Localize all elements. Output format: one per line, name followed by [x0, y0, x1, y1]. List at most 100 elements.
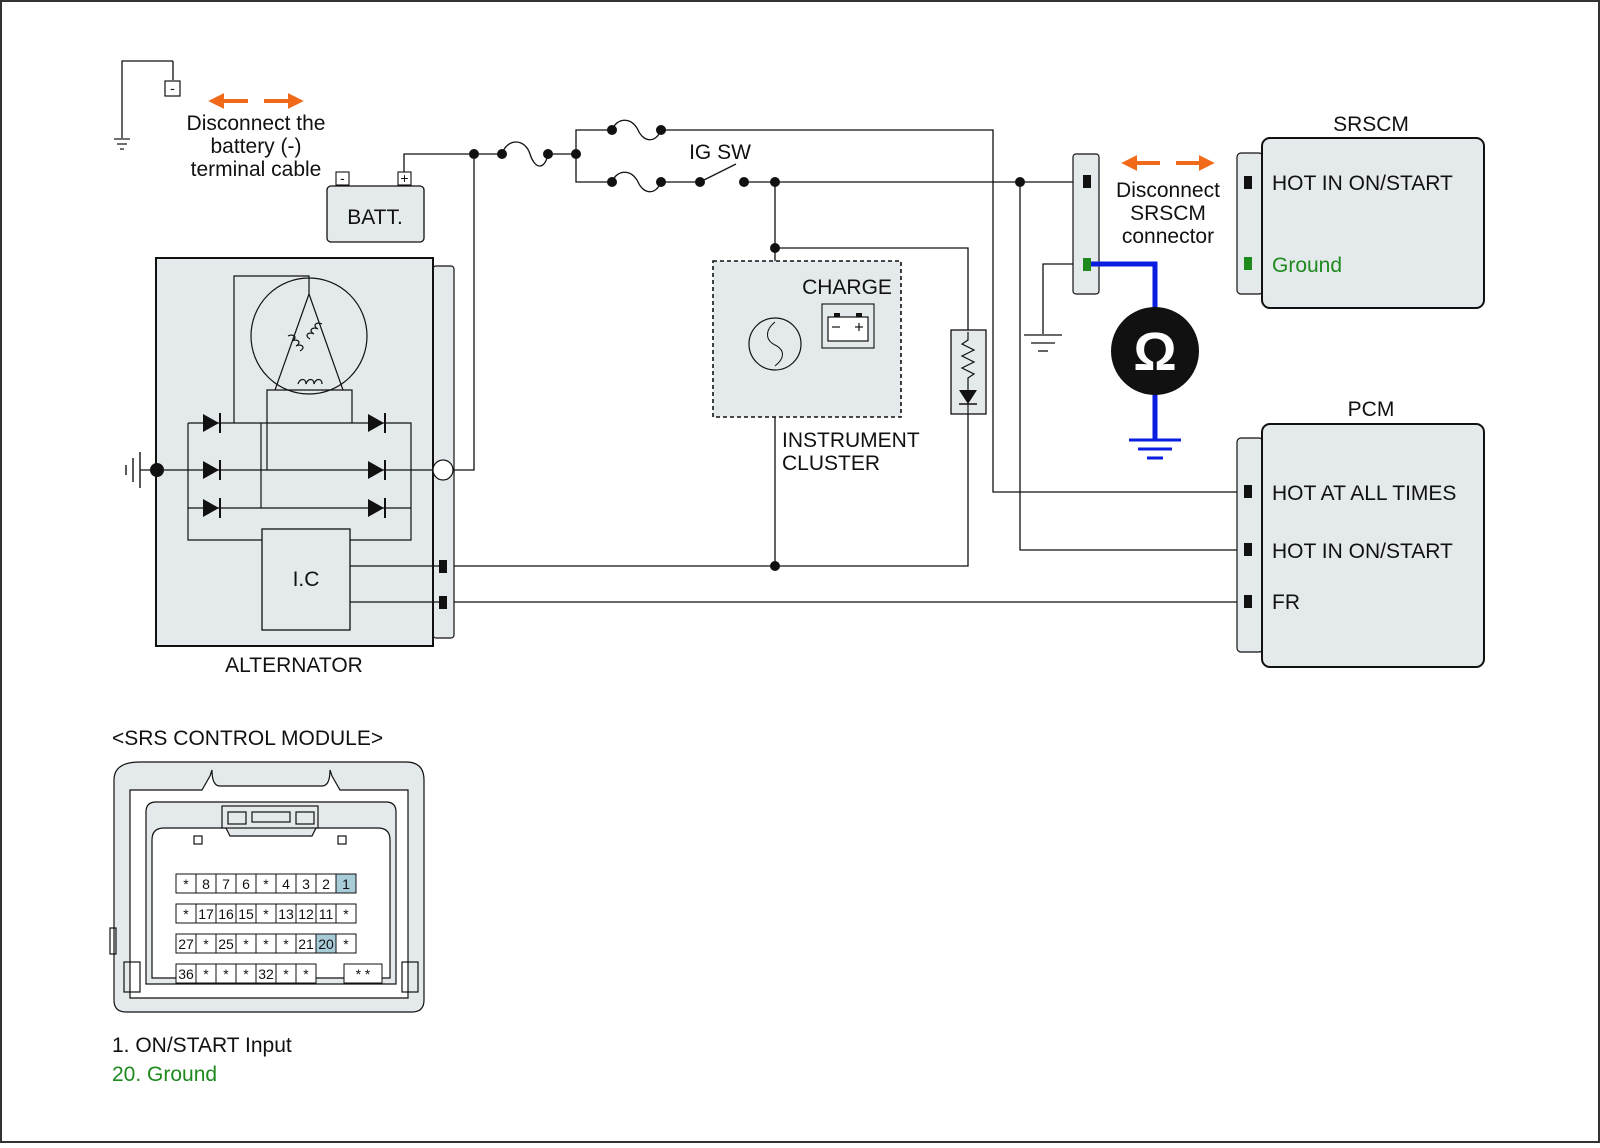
- connector-pin: 8: [195, 873, 217, 894]
- srscm-pin-ground-label: Ground: [1272, 254, 1342, 277]
- battery-note-line3: terminal cable: [191, 158, 322, 181]
- instrument-cluster-label-line2: CLUSTER: [782, 452, 880, 475]
- connector-pin-label: 21: [298, 936, 314, 952]
- alternator: I.C ALTERNATOR: [125, 257, 455, 677]
- connector-pin-label: 15: [238, 906, 254, 922]
- ohm-symbol: Ω: [1133, 322, 1176, 382]
- connector-pin: * *: [343, 963, 383, 984]
- connector-pin-label: *: [263, 876, 269, 892]
- connector-pin-label: 16: [218, 906, 234, 922]
- pcm-pin-hot-all-label: HOT AT ALL TIMES: [1272, 482, 1456, 505]
- connector-pin: *: [175, 903, 197, 924]
- battery-negative-post: [335, 171, 350, 186]
- connector-pin-label: *: [343, 936, 349, 952]
- connector-title: <SRS CONTROL MODULE>: [112, 727, 383, 750]
- connector-pin-label: 8: [202, 876, 210, 892]
- srscm-title: SRSCM: [1333, 113, 1409, 136]
- connector-pin-label: 17: [198, 906, 214, 922]
- connector-pin-label: 36: [178, 966, 194, 982]
- legend-item-ground: 20. Ground: [112, 1063, 217, 1086]
- battery-positive-sign: +: [400, 170, 408, 186]
- connector-pin: 25: [215, 933, 237, 954]
- connector-pin: 7: [215, 873, 237, 894]
- ground-icon: [125, 452, 141, 488]
- srscm-note-line1: Disconnect: [1116, 179, 1220, 202]
- connector-pin: 2: [315, 873, 337, 894]
- connector-pin: 32: [255, 963, 277, 984]
- connector-pin: 17: [195, 903, 217, 924]
- connector-pin: *: [335, 903, 357, 924]
- srscm-connector: [1236, 152, 1264, 295]
- ohmmeter-icon: [1111, 307, 1199, 395]
- connector-pin-label: * *: [356, 966, 371, 982]
- srscm-module: SRSCM HOT IN ON/START Ground: [1236, 113, 1485, 309]
- battery-negative-sign: -: [340, 170, 345, 186]
- alternator-ground-terminal: [150, 463, 164, 477]
- stator-icon: [233, 275, 368, 470]
- harness-pin-hot: [1083, 175, 1091, 188]
- battery-terminal-sign: -: [170, 80, 175, 96]
- battery-negative-disconnect: - Disconnect the battery (-) terminal ca…: [114, 60, 326, 181]
- junction-dots: [469, 125, 1025, 571]
- connector-pin: 20: [315, 933, 337, 954]
- srscm-pin-hot: [1244, 176, 1252, 189]
- charge-lamp-label: CHARGE: [802, 276, 892, 299]
- fuse-main-icon: [501, 141, 549, 167]
- srscm-box: [1261, 137, 1485, 309]
- harness-pin-ground: [1083, 258, 1091, 271]
- voltage-regulator-ic: [261, 528, 351, 631]
- pcm-box: [1261, 423, 1485, 668]
- connector-pin: 36: [175, 963, 197, 984]
- connector-pin: *: [255, 873, 277, 894]
- battery-label: BATT.: [347, 206, 403, 229]
- connector-pin-label: *: [183, 876, 189, 892]
- alternator-pin-fr: [439, 596, 447, 609]
- connector-pin-label: *: [263, 906, 269, 922]
- pcm-title: PCM: [1348, 398, 1395, 421]
- connector-pin-label: 27: [178, 936, 194, 952]
- connector-pin-label: *: [223, 966, 229, 982]
- ignition-switch-icon: [699, 163, 737, 183]
- alternator-output-terminal: [432, 459, 454, 481]
- srscm-harness-connector: [1072, 153, 1100, 295]
- ignition-switch-label: IG SW: [689, 141, 751, 164]
- srscm-pin-hot-label: HOT IN ON/START: [1272, 172, 1453, 195]
- ground-icon: [1024, 334, 1062, 352]
- connector-pin: 15: [235, 903, 257, 924]
- alternator-label: ALTERNATOR: [225, 654, 363, 677]
- ohmmeter-lead-red: [1091, 261, 1158, 312]
- instrument-cluster: CHARGE INSTRUMENT CLUSTER: [712, 260, 920, 475]
- connector-pin: 4: [275, 873, 297, 894]
- connector-pin: 12: [295, 903, 317, 924]
- connector-pin: *: [335, 933, 357, 954]
- connector-pin-label: 12: [298, 906, 314, 922]
- connector-pin: *: [235, 933, 257, 954]
- connector-pin: *: [275, 933, 297, 954]
- connector-pin: *: [255, 933, 277, 954]
- wire-alternator-output: [453, 154, 475, 471]
- connector-pin: *: [255, 903, 277, 924]
- wire-pcm-hot-on-start: [1019, 182, 1248, 551]
- charge-lamp-bulb-icon: [748, 317, 802, 371]
- connector-pin-label: 13: [278, 906, 294, 922]
- connector-pin-label: *: [203, 936, 209, 952]
- connector-pin-label: *: [243, 936, 249, 952]
- connector-pin: 13: [275, 903, 297, 924]
- connector-pin: *: [195, 933, 217, 954]
- connector-pin-label: 6: [242, 876, 250, 892]
- ground-icon: [114, 138, 130, 150]
- wire-battery-positive: [403, 153, 474, 172]
- connector-pin-label: 20: [318, 936, 334, 952]
- battery-box: [326, 185, 425, 243]
- pcm-pin-fr-label: FR: [1272, 591, 1300, 614]
- connector-pin: *: [215, 963, 237, 984]
- instrument-cluster-label-line1: INSTRUMENT: [782, 429, 920, 452]
- connector-pin-label: *: [283, 936, 289, 952]
- connector-pin: *: [295, 963, 317, 984]
- battery-note-line1: Disconnect the: [187, 112, 326, 135]
- battery-note-line2: battery (-): [210, 135, 301, 158]
